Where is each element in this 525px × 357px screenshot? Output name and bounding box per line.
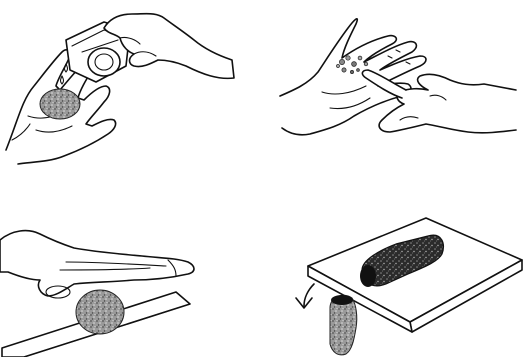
panel-water-on-soil	[0, 0, 250, 170]
rolling-hand	[0, 231, 194, 298]
panel-rub-soil	[270, 0, 525, 170]
soil-thread-falling	[330, 295, 357, 355]
panel-roll-ball	[0, 200, 260, 357]
panel-soil-thread	[290, 200, 525, 357]
soil-ball	[40, 89, 80, 119]
arrow-icon	[296, 284, 314, 308]
soil-ball	[76, 290, 124, 334]
right-hand-holding-bottle	[104, 14, 234, 79]
